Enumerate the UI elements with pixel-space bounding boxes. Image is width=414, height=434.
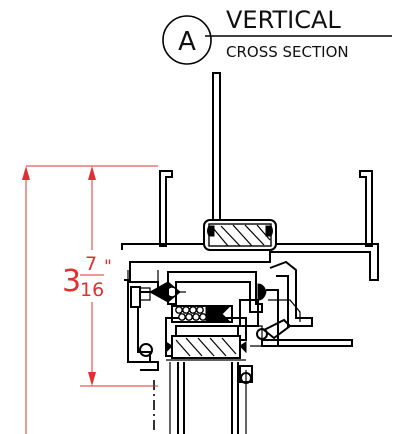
right-cover — [256, 260, 353, 347]
dim-numerator: 7 — [85, 253, 97, 275]
dim-outer-arrow — [22, 166, 30, 180]
callout-subtitle: CROSS SECTION — [226, 43, 349, 61]
callout-bubble — [162, 15, 212, 65]
lower-gasket — [165, 335, 247, 359]
dim-unit: " — [104, 257, 112, 277]
dim-whole: 3 — [62, 264, 81, 299]
callout-letter: A — [178, 27, 196, 57]
vertical-fin — [212, 72, 221, 224]
upper-gasket — [203, 219, 277, 251]
sash-frame — [165, 271, 263, 357]
glazing-panel — [166, 359, 253, 434]
dim-denominator: 16 — [80, 279, 104, 301]
right-weatherstrip — [257, 283, 301, 347]
dim-label-mask — [52, 250, 124, 302]
foam-insulation — [171, 305, 233, 323]
left-frame — [127, 270, 159, 371]
dim-inner-arrow-top — [88, 166, 96, 180]
dim-inner-arrow-bottom — [88, 372, 96, 386]
section-callout: A VERTICAL CROSS SECTION — [162, 6, 392, 65]
height-dimension: 3 7 16 " — [22, 165, 158, 434]
callout-title: VERTICAL — [226, 6, 341, 34]
